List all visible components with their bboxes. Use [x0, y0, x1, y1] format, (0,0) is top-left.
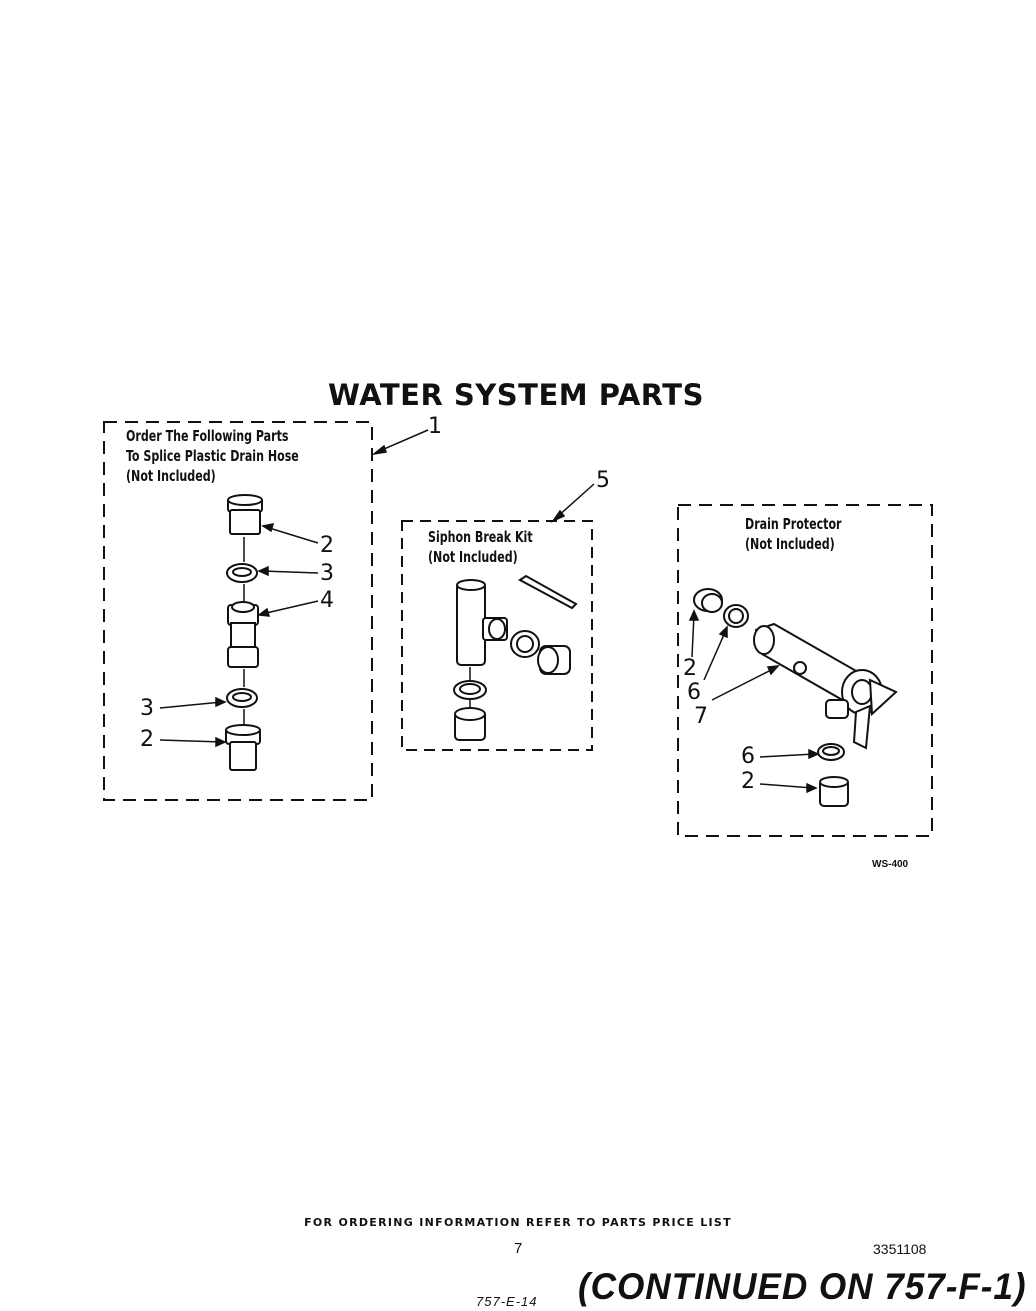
- splice-line-1: Order The Following Parts: [126, 427, 289, 445]
- document-number: 3351108: [873, 1241, 927, 1257]
- splice-parts-box: [103, 421, 373, 801]
- drain-protector-drawing: [693, 588, 898, 807]
- drain-part-label-2b: 2: [741, 769, 755, 794]
- siphon-break-box: [401, 520, 593, 751]
- page-number: 7: [514, 1240, 523, 1257]
- page-title: WATER SYSTEM PARTS: [328, 378, 704, 412]
- callout-5: 5: [596, 468, 610, 493]
- splice-line-3: (Not Included): [126, 467, 216, 485]
- splice-group-label: Order The Following Parts To Splice Plas…: [126, 426, 299, 486]
- callout-5-leader: [556, 483, 595, 518]
- figure-code: WS-400: [872, 859, 909, 870]
- drain-part-label-6b: 6: [741, 744, 755, 769]
- part-label-2-bottom: 2: [140, 727, 154, 752]
- drain-line-2: (Not Included): [745, 535, 835, 553]
- part-label-3-bottom: 3: [140, 696, 154, 721]
- drain-protector-box: [677, 504, 933, 837]
- callout-1: 1: [428, 414, 442, 439]
- drain-part-label-7: 7: [694, 704, 708, 729]
- splice-parts-drawing: [225, 494, 263, 771]
- siphon-line-1: Siphon Break Kit: [428, 528, 533, 546]
- part-label-4: 4: [320, 588, 334, 613]
- part-label-3-top: 3: [320, 561, 334, 586]
- drain-line-1: Drain Protector: [745, 515, 842, 533]
- continued-note: (CONTINUED ON 757-F-1): [578, 1266, 1027, 1307]
- drain-part-label-2a: 2: [683, 656, 697, 681]
- drain-group-label: Drain Protector (Not Included): [745, 514, 842, 554]
- ordering-note: FOR ORDERING INFORMATION REFER TO PARTS …: [304, 1216, 732, 1229]
- splice-line-2: To Splice Plastic Drain Hose: [126, 447, 299, 465]
- siphon-group-label: Siphon Break Kit (Not Included): [428, 527, 533, 567]
- siphon-break-drawing: [453, 574, 578, 741]
- handwritten-reference: 757-E-14: [476, 1294, 538, 1309]
- part-label-2-top: 2: [320, 533, 334, 558]
- siphon-line-2: (Not Included): [428, 548, 518, 566]
- drain-part-label-6a: 6: [687, 680, 701, 705]
